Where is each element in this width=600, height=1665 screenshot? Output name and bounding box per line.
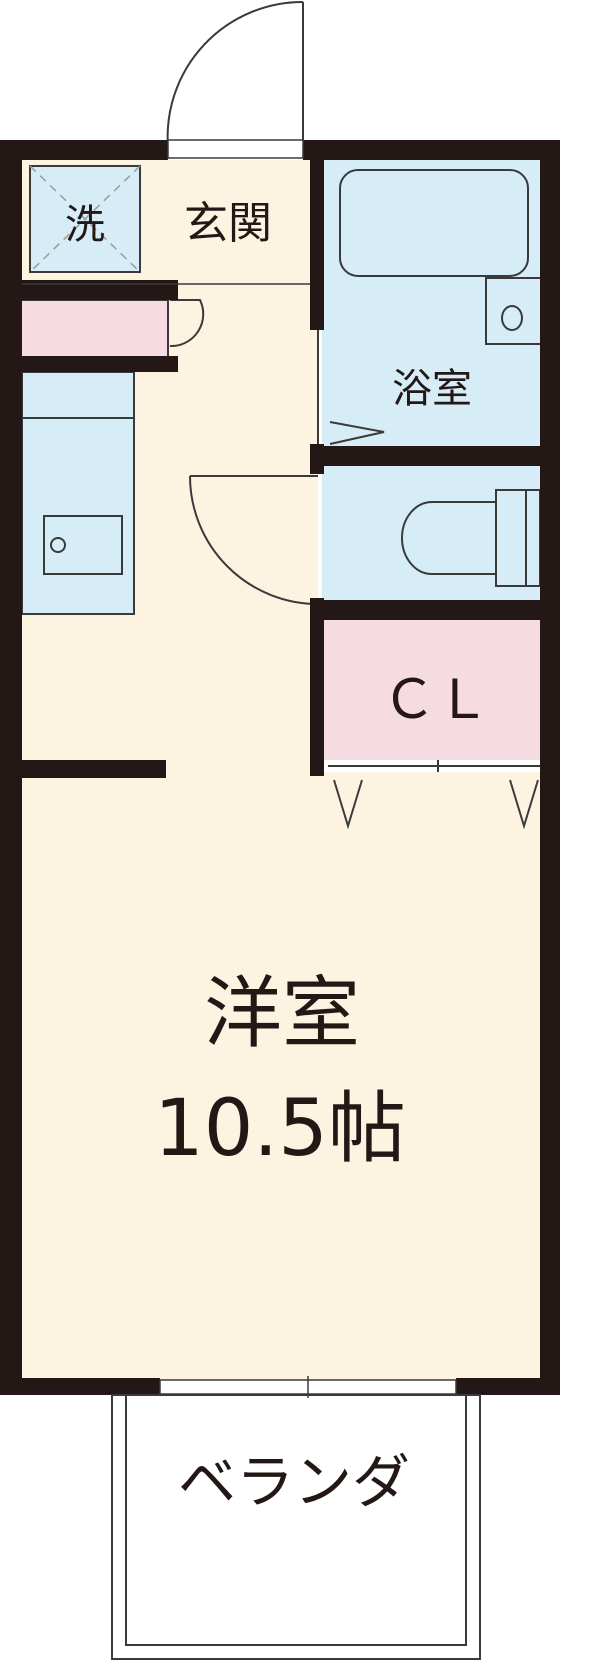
balcony-label: ベランダ [178, 1448, 410, 1516]
bath-label: 浴室 [392, 366, 472, 412]
hall-door [189, 475, 319, 605]
western-room-size: 10.5帖 [154, 1084, 406, 1174]
kitchen-counter [21, 371, 135, 615]
western-room-label: 洋室 [204, 969, 360, 1059]
western-room-floor [20, 772, 548, 1387]
entrance-step [167, 139, 304, 159]
toilet-floor [322, 466, 550, 602]
entrance-label: 玄関 [184, 198, 272, 249]
bath-sliding-door [317, 330, 385, 445]
walls [0, 140, 560, 1395]
closet-doors [328, 760, 548, 830]
pantry-door [169, 299, 205, 348]
entrance-door [166, 0, 304, 148]
washer-label: 洗 [65, 202, 105, 248]
closet-label: ＣＬ [382, 668, 490, 731]
shelf-pink [19, 299, 169, 359]
balcony [111, 1394, 481, 1660]
washer-space [29, 165, 141, 273]
closet-floor [322, 620, 550, 760]
